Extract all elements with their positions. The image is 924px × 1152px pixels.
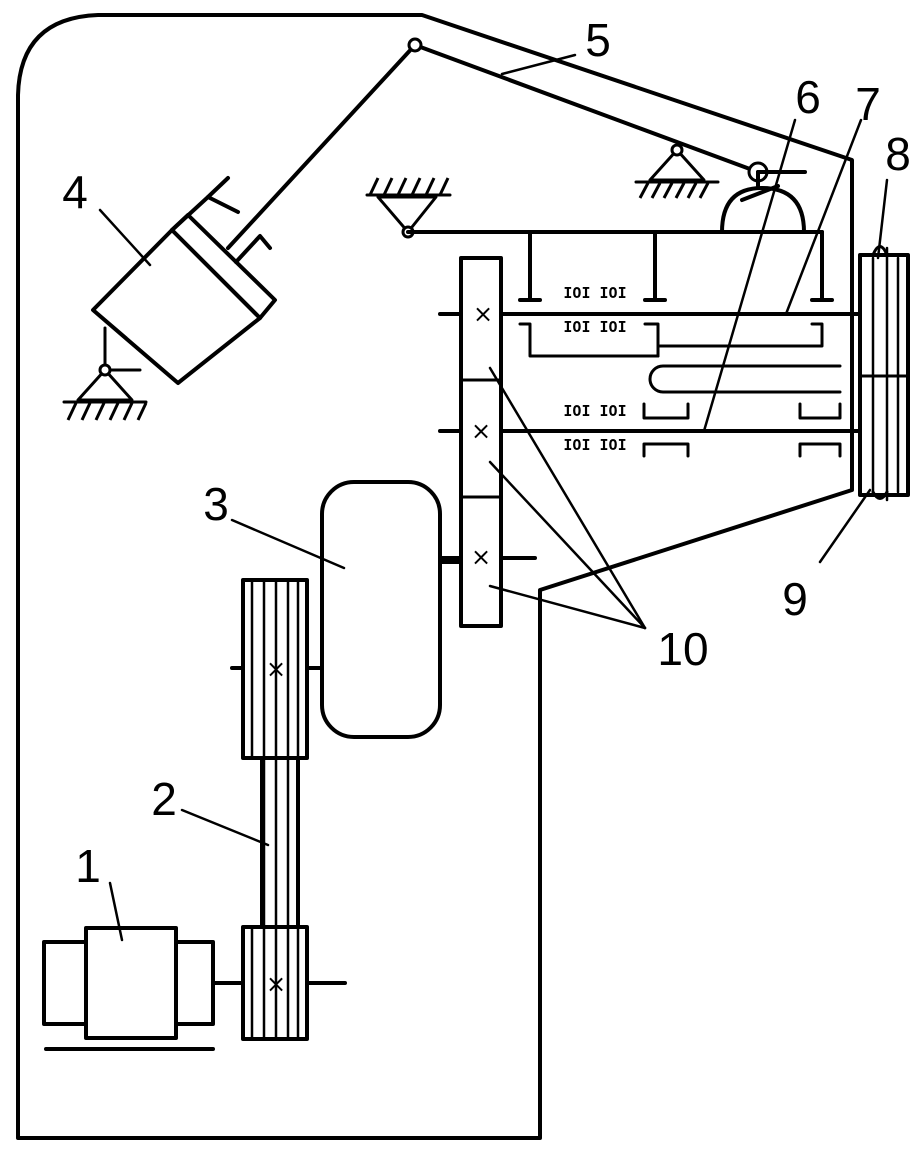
- spindle-housing: [406, 170, 834, 302]
- label-5: 5: [585, 14, 611, 66]
- pulley-mark-upper: ×: [266, 655, 286, 683]
- lever-pivot-support: [634, 143, 720, 199]
- label-8: 8: [885, 128, 911, 180]
- pulley-mark-lower: ×: [266, 970, 286, 998]
- cylinder-pivot-support: [62, 326, 148, 421]
- gear-mark-middle: ×: [471, 417, 491, 445]
- machine-frame: [16, 13, 854, 1140]
- cylinder-4: [91, 176, 277, 385]
- bearing-lower-a: IOI IOI: [563, 402, 626, 420]
- label-3: 3: [203, 478, 229, 530]
- gearbox-3: [320, 480, 442, 739]
- label-9: 9: [782, 573, 808, 625]
- belt-drive-2: [211, 578, 347, 1041]
- label-7: 7: [855, 78, 881, 130]
- leader-lines: [98, 53, 889, 942]
- shaft-6: [438, 364, 860, 458]
- bearing-lower-b: IOI IOI: [563, 436, 626, 454]
- gear-mark-upper: ×: [473, 300, 493, 328]
- label-10: 10: [657, 623, 708, 675]
- bearing-upper-a: IOI IOI: [563, 284, 626, 302]
- bearing-upper-b: IOI IOI: [563, 318, 626, 336]
- label-4: 4: [62, 166, 88, 218]
- shaft-7: [438, 312, 862, 358]
- label-1: 1: [75, 840, 101, 892]
- motor-1: [42, 926, 215, 1051]
- fixed-support-upper: [365, 177, 452, 239]
- label-2: 2: [151, 773, 177, 825]
- rolls-8-9: [858, 245, 910, 502]
- gear-train-10: [439, 256, 537, 628]
- gear-mark-lower: ×: [471, 543, 491, 571]
- label-6: 6: [795, 71, 821, 123]
